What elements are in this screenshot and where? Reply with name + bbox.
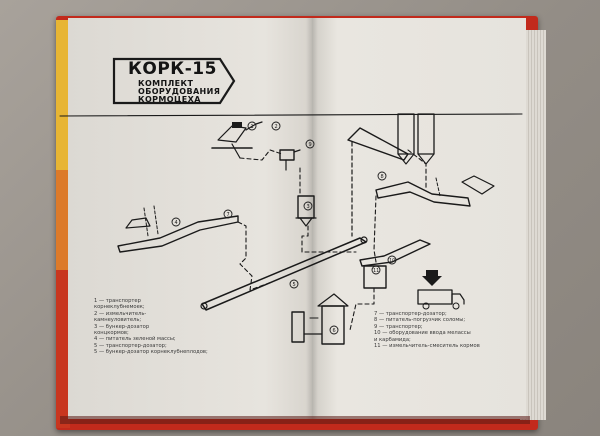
legend-line: 11 — измельчитель-смеситель кормов (374, 343, 480, 350)
legend-line: 8 — питатель-погрузчик соломы; (374, 317, 466, 324)
callouts: 1 2 3 4 5 6 7 8 9 10 11 (171, 121, 397, 335)
cover-bottom-edge (60, 416, 530, 424)
title-block: КОРК-15 КОМПЛЕКТ ОБОРУДОВАНИЯ КОРМОЦЕХА (112, 56, 238, 106)
callout-label-4: 4 (175, 220, 178, 226)
callout-9: 9 (305, 139, 315, 149)
callout-3: 3 (303, 201, 313, 211)
legend-line: 9 — транспортер; (374, 323, 423, 330)
callout-11: 11 (371, 265, 381, 275)
right-page (312, 18, 526, 419)
callout-10: 10 (387, 255, 397, 265)
callout-4: 4 (171, 217, 181, 227)
legend-line: 1 — транспортер (94, 298, 141, 304)
callout-label-10: 10 (389, 258, 395, 264)
legend-line: концкормов; (94, 330, 129, 337)
callout-7: 7 (223, 209, 233, 219)
unit-root-bunker (291, 293, 349, 345)
title-main: КОРК-15 (128, 59, 217, 79)
unit-straw-conveyor (375, 175, 495, 207)
unit-dosing-conveyor (200, 236, 368, 311)
title-line-2: ОБОРУДОВАНИЯ (138, 87, 221, 96)
unit-mixer-loader (359, 239, 465, 310)
unit-root-conveyor (211, 121, 263, 159)
legend-line: 3 — бункер-дозатор (94, 323, 150, 330)
callout-label-3: 3 (307, 204, 310, 210)
callout-label-9: 9 (309, 142, 312, 148)
callout-2: 2 (271, 121, 281, 131)
legend-line: камнеуловитель; (94, 317, 142, 324)
legend-line: 5 — бункер-дозатор корнеклубнеплодов; (94, 349, 208, 356)
unit-green-mass-feeder (117, 205, 239, 253)
legend-line: 10 — оборудование ввода мелассы (374, 330, 471, 337)
callout-label-6: 6 (333, 328, 336, 334)
callout-label-11: 11 (373, 268, 379, 274)
legend-line: корнеклубнемоек; (94, 304, 145, 311)
unit-elevator (347, 127, 409, 237)
flow-lines (237, 149, 427, 331)
callout-1: 1 (247, 121, 257, 131)
callout-label-8: 8 (381, 174, 384, 180)
cover-spine-orange (56, 170, 70, 270)
callout-5: 5 (289, 279, 299, 289)
legend-line: 5 — транспортер-дозатор; (94, 342, 167, 349)
legend-line: и карбамида; (374, 336, 411, 343)
unit-crusher (279, 149, 301, 171)
callout-label-2: 2 (275, 124, 278, 130)
title-frame (112, 57, 236, 105)
legend-right: 7 — транспортер-дозатор;8 — питатель-пог… (374, 311, 514, 349)
title-line-1: КОМПЛЕКТ (138, 79, 194, 88)
header-rule (59, 113, 523, 117)
legend-line: 4 — питатель зеленой массы; (94, 336, 176, 343)
unit-silos (397, 113, 435, 165)
cover-spine-yellow (56, 20, 70, 170)
callout-6: 6 (329, 325, 339, 335)
cover-spine-red (56, 270, 70, 428)
callout-label-1: 1 (251, 124, 254, 130)
callout-label-7: 7 (227, 212, 230, 218)
legend-line: 7 — транспортер-дозатор; (374, 311, 447, 317)
unit-bunker-concentrate (295, 195, 317, 227)
title-line-3: КОРМОЦЕХА (138, 95, 201, 104)
legend-line: 2 — измельчитель- (94, 310, 147, 317)
left-page (68, 18, 314, 419)
callout-8: 8 (377, 171, 387, 181)
callout-label-5: 5 (293, 282, 296, 288)
